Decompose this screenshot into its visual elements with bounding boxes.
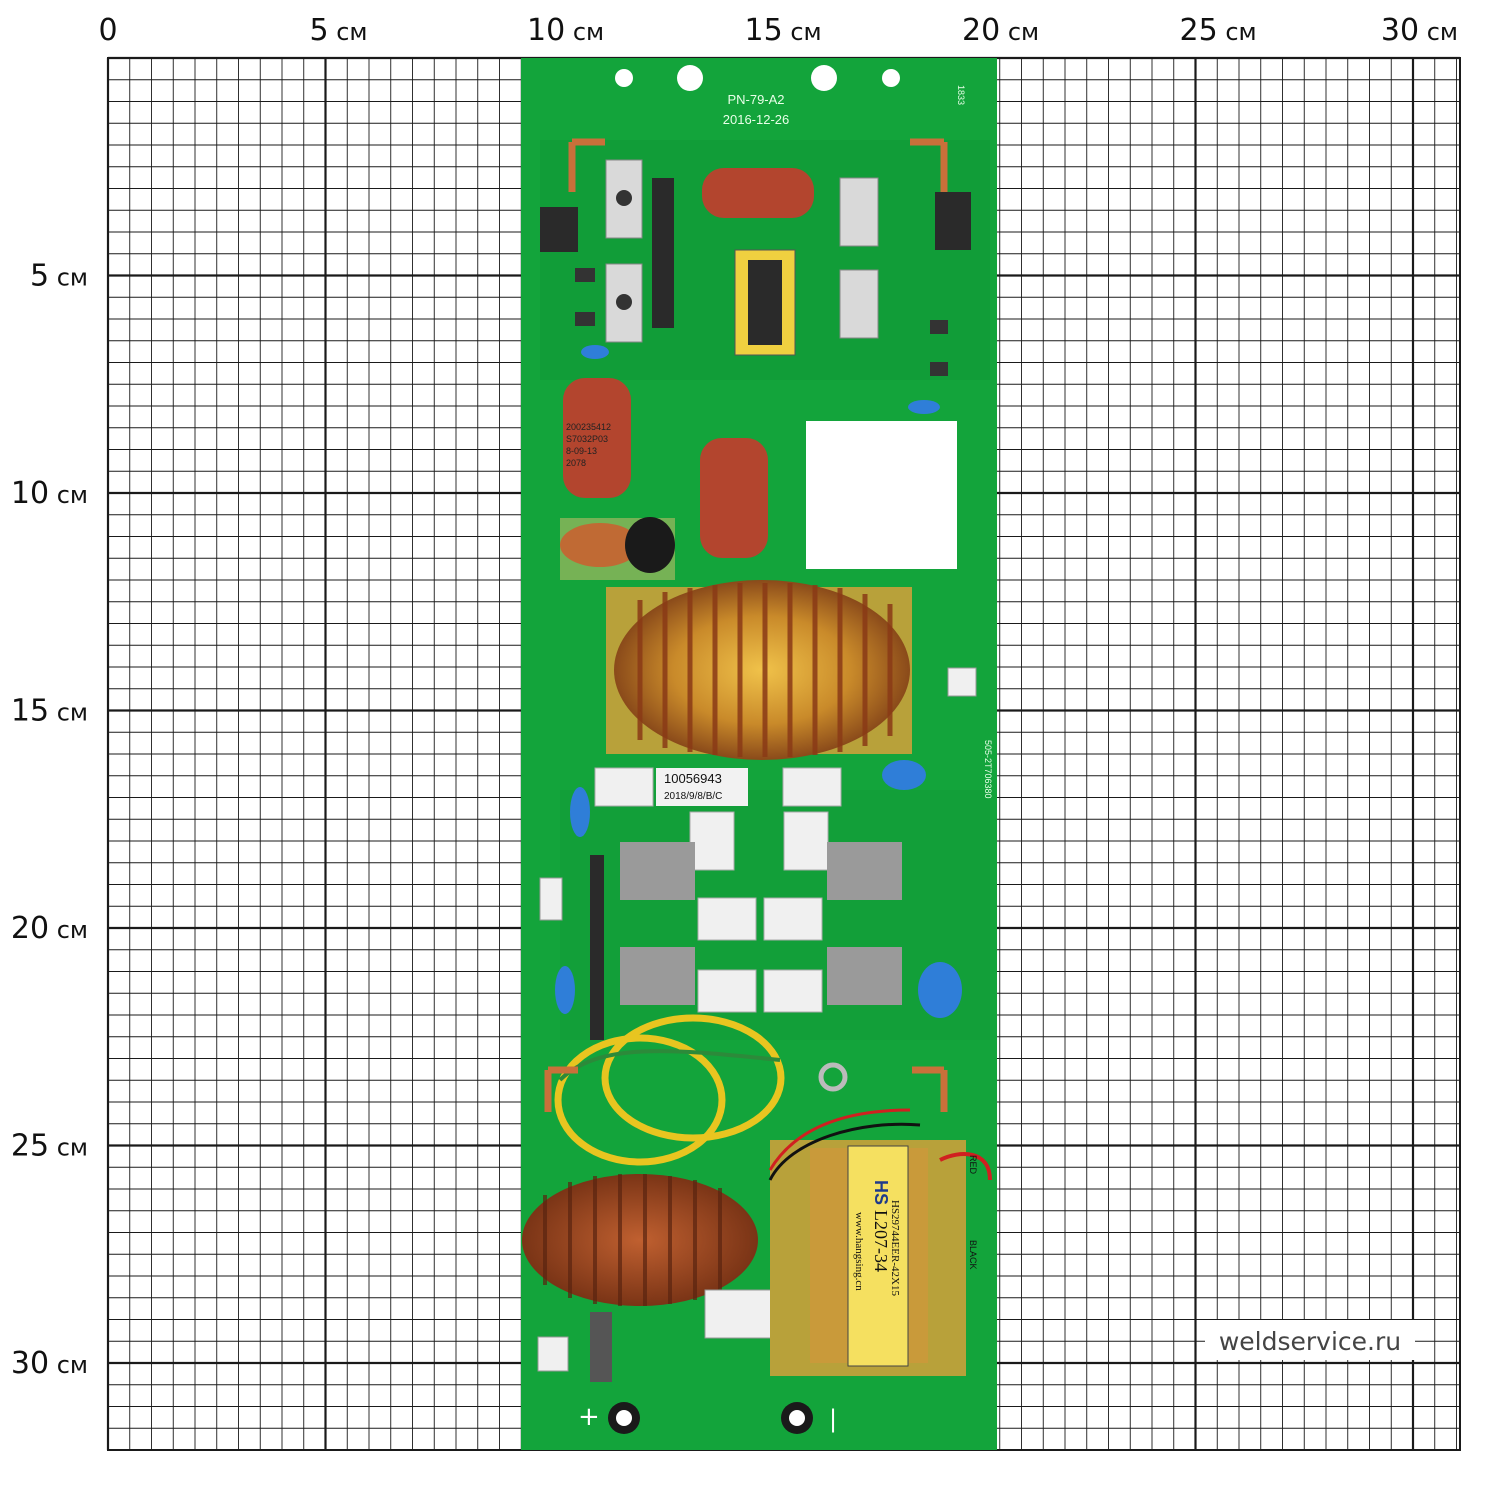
terminal-minus-mark: |	[829, 1405, 837, 1433]
transformer-line-2: L207-34	[871, 1210, 891, 1272]
sticker-date: 2018/9/8/B/C	[664, 791, 722, 802]
capacitor-code-4: 2078	[566, 458, 586, 468]
ruler-top-label: 5 см	[310, 13, 368, 48]
transformer-label-plate	[847, 1145, 909, 1367]
ruler-left-label: 15 см	[11, 694, 88, 729]
ruler-top-label: 20 см	[962, 13, 1039, 48]
watermark-text: weldservice.ru	[1219, 1327, 1401, 1356]
serial-sticker	[656, 768, 748, 806]
capacitor-code-2: S7032P03	[566, 434, 608, 444]
film-capacitor-top	[702, 168, 814, 218]
film-capacitor-mid	[700, 438, 768, 558]
ruler-left-label: 30 см	[11, 1346, 88, 1381]
wire-label-red: RED	[968, 1155, 978, 1175]
ruler-labels: 0 5 см 10 см 15 см 20 см 25 см 30 см 5 см 10 см 1…	[11, 13, 1458, 1381]
ruler-top-label: 25 см	[1180, 13, 1257, 48]
ruler-top-label: 0	[98, 13, 117, 48]
ruler-top-label: 30 см	[1381, 13, 1458, 48]
output-toroidal-choke	[522, 1174, 758, 1306]
ruler-left-label: 5 см	[30, 259, 88, 294]
terminal-plus-mark: +	[578, 1402, 600, 1432]
sticker-code: 10056943	[664, 771, 722, 786]
ruler-top-label: 15 см	[745, 13, 822, 48]
capacitor-code-3: 8-09-13	[566, 446, 597, 456]
capacitor-code-1: 200235412	[566, 422, 611, 432]
ruler-left-label: 10 см	[11, 476, 88, 511]
wire-label-black: BLACK	[968, 1240, 978, 1270]
ruler-left-label: 25 см	[11, 1129, 88, 1164]
transformer-line-3: www.hangsing.cn	[853, 1212, 865, 1291]
ruler-left-label: 20 см	[11, 911, 88, 946]
transformer-brand: HS	[871, 1180, 891, 1205]
film-capacitor-left	[563, 378, 631, 498]
board-side-code: 505-2T706380	[983, 740, 993, 799]
pcb-board: PN-79-A2 2016-12-26 1833 505-2T706380 20…	[521, 58, 997, 1450]
ruler-top-label: 10 см	[527, 13, 604, 48]
board-corner-code: 1833	[956, 85, 966, 105]
transformer-line-1: HS29744EER-42X15	[889, 1200, 901, 1296]
board-model-label: PN-79-A2	[727, 92, 784, 107]
board-date-label: 2016-12-26	[723, 112, 790, 127]
